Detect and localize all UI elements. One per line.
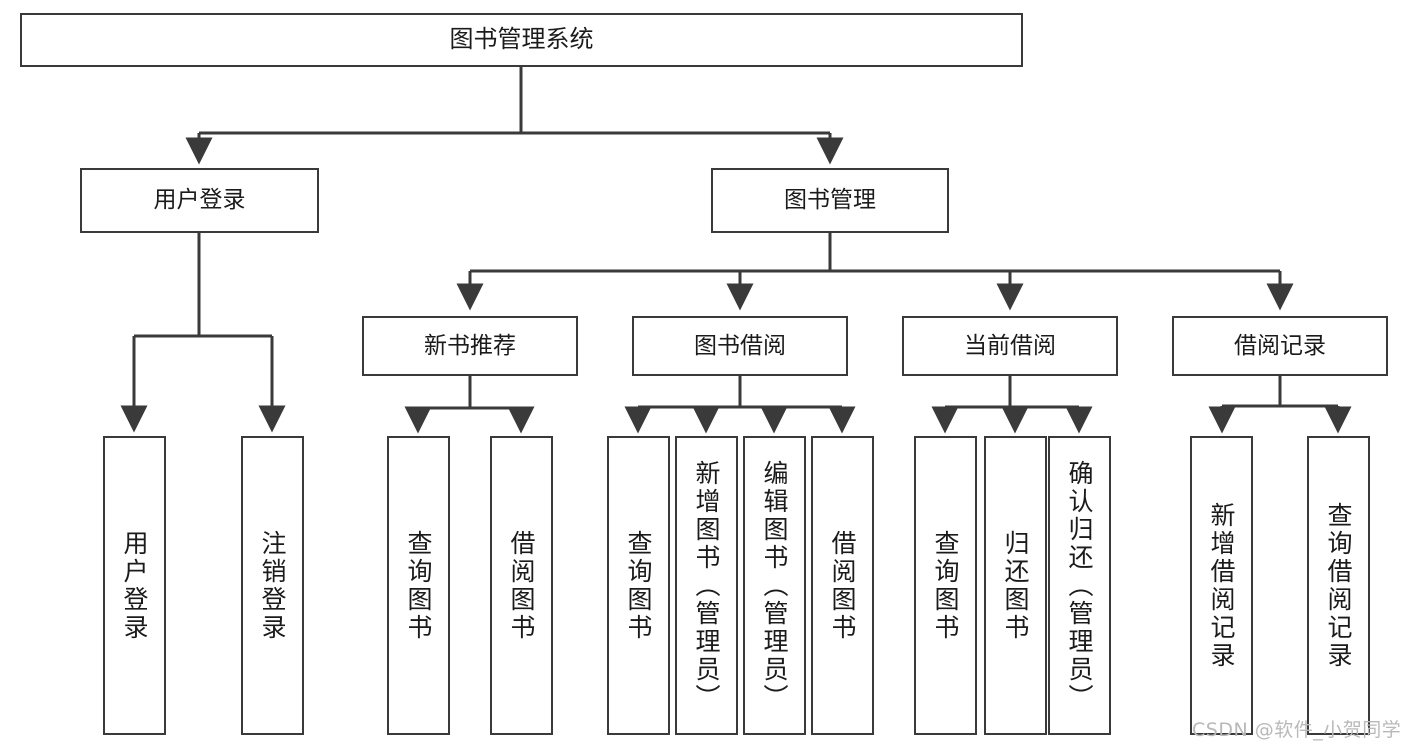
node-borrow-record[interactable]: 借阅记录 (1172, 316, 1388, 376)
node-label: 注销登录 (258, 529, 287, 642)
leaf-query-book-borrow[interactable]: 查询图书 (607, 436, 670, 735)
leaf-add-borrow-record[interactable]: 新增借阅记录 (1190, 436, 1253, 735)
node-label: 当前借阅 (964, 332, 1056, 359)
leaf-query-book-current[interactable]: 查询图书 (914, 436, 977, 735)
node-label: 查询借阅记录 (1324, 501, 1353, 670)
leaf-return-book[interactable]: 归还图书 (984, 436, 1047, 735)
node-root-system[interactable]: 图书管理系统 (20, 13, 1023, 67)
leaf-borrow-book[interactable]: 借阅图书 (811, 436, 874, 735)
node-new-book-recommend[interactable]: 新书推荐 (362, 316, 578, 376)
node-label: 新增图书（管理员） (692, 459, 721, 712)
node-label: 借阅记录 (1234, 332, 1326, 359)
leaf-logout[interactable]: 注销登录 (241, 436, 304, 735)
node-label: 图书借阅 (694, 332, 786, 359)
node-book-management[interactable]: 图书管理 (711, 168, 949, 233)
node-label: 查询图书 (931, 529, 960, 642)
watermark-text: CSDN @软件_小贺同学 (1192, 719, 1402, 741)
node-label: 图书管理 (784, 187, 876, 214)
leaf-query-book-recommend[interactable]: 查询图书 (387, 436, 450, 735)
node-label: 借阅图书 (828, 529, 857, 642)
node-user-login[interactable]: 用户登录 (80, 168, 319, 233)
node-label: 用户登录 (120, 529, 149, 642)
node-label: 归还图书 (1001, 529, 1030, 642)
node-label: 编辑图书（管理员） (760, 459, 789, 712)
node-label: 新增借阅记录 (1207, 501, 1236, 670)
node-book-borrow[interactable]: 图书借阅 (632, 316, 848, 376)
leaf-borrow-book-recommend[interactable]: 借阅图书 (490, 436, 553, 735)
node-label: 图书管理系统 (449, 25, 594, 54)
leaf-query-borrow-record[interactable]: 查询借阅记录 (1307, 436, 1370, 735)
leaf-user-login[interactable]: 用户登录 (103, 436, 166, 735)
node-label: 查询图书 (624, 529, 653, 642)
node-label: 用户登录 (153, 187, 246, 214)
node-label: 新书推荐 (424, 332, 516, 359)
leaf-confirm-return-admin[interactable]: 确认归还（管理员） (1048, 436, 1111, 735)
node-label: 借阅图书 (507, 529, 536, 642)
leaf-add-book-admin[interactable]: 新增图书（管理员） (675, 436, 738, 735)
node-label: 查询图书 (404, 529, 433, 642)
node-label: 确认归还（管理员） (1065, 459, 1094, 712)
node-current-borrow[interactable]: 当前借阅 (902, 316, 1118, 376)
leaf-edit-book-admin[interactable]: 编辑图书（管理员） (743, 436, 806, 735)
